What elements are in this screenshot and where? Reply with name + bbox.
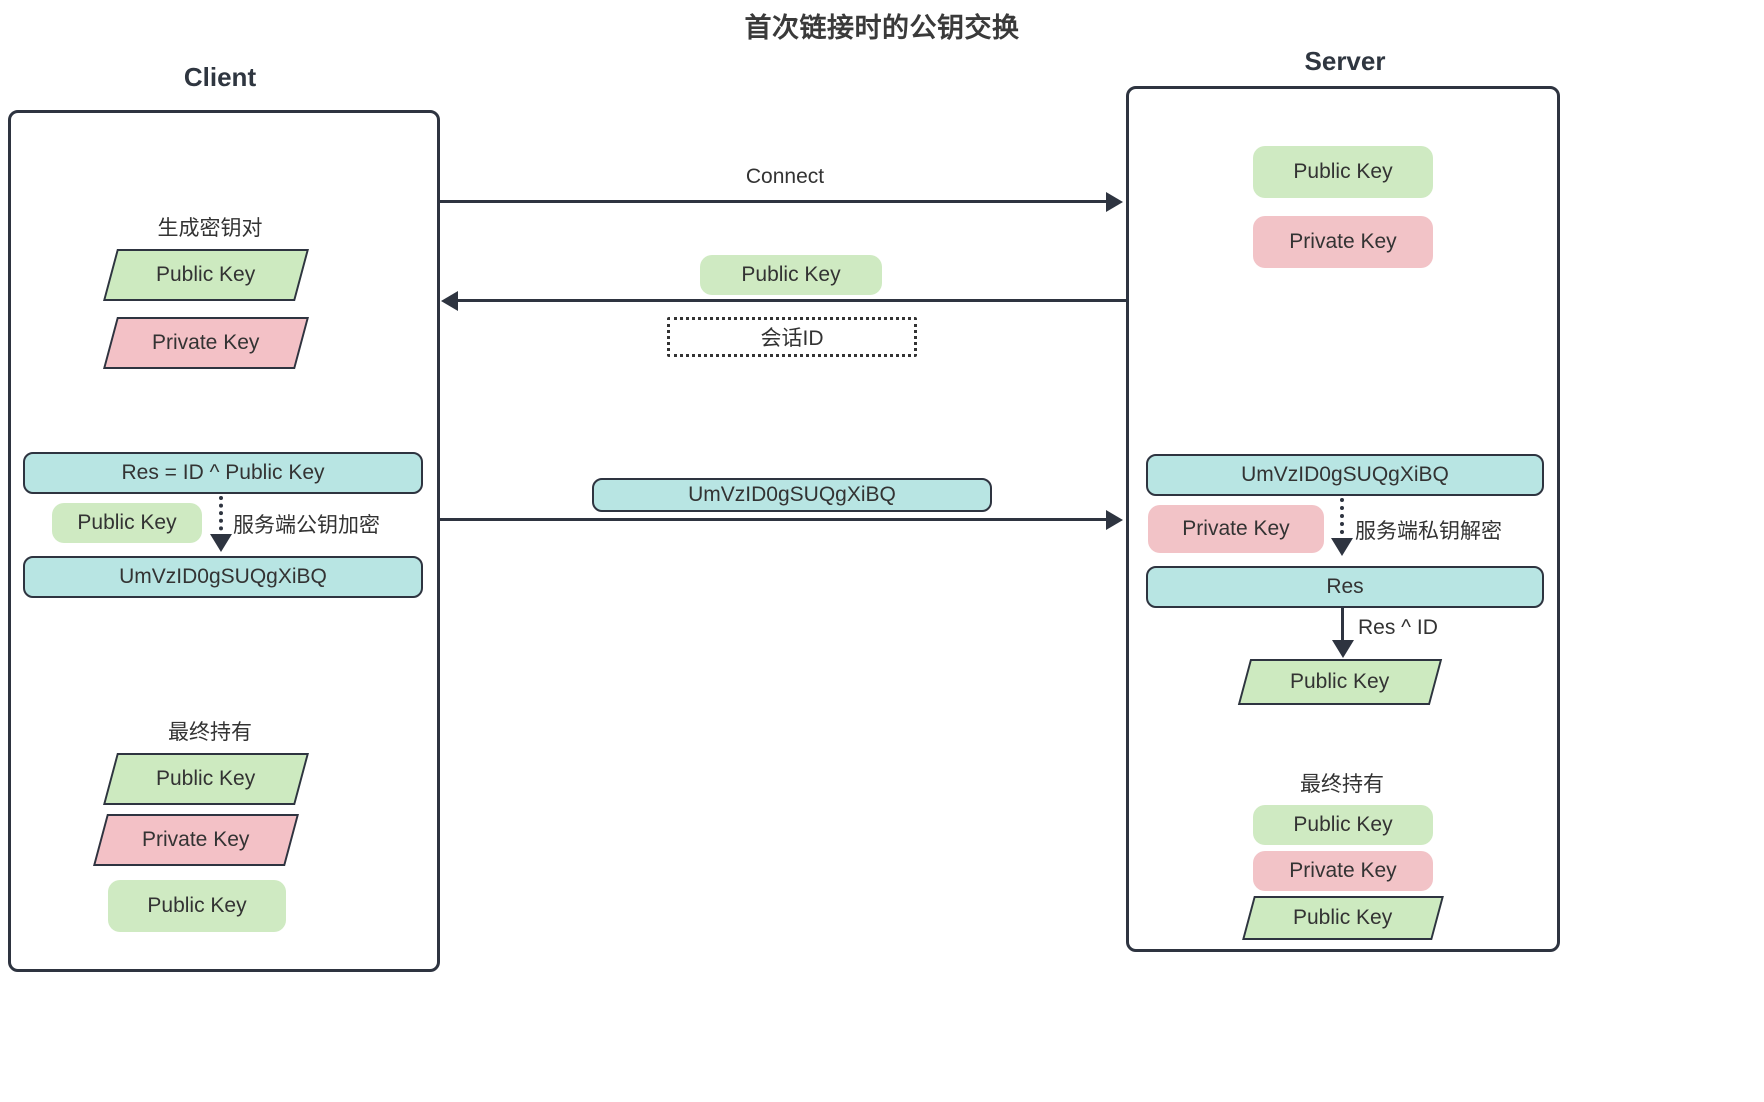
server-xor-connector	[1341, 608, 1344, 644]
server-ciphertext-text: UmVzID0gSUQgXiBQ	[1241, 463, 1449, 486]
message-ciphertext-arrow	[440, 518, 1118, 521]
server-final-client-public-key-label: Public Key	[1293, 906, 1393, 929]
client-compute-res-box: Res = ID ^ Public Key	[23, 452, 423, 494]
server-xor-label: Res ^ ID	[1358, 616, 1438, 639]
server-final-holdings-label: 最终持有	[1300, 773, 1384, 796]
client-generated-private-key-label: Private Key	[152, 331, 260, 354]
client-generate-keypair-label: 生成密钥对	[157, 217, 263, 240]
server-decrypt-arrow-head-icon	[1331, 538, 1353, 556]
server-private-key: Private Key	[1253, 216, 1433, 268]
server-decrypt-private-key-chip: Private Key	[1148, 505, 1324, 553]
client-final-private-key: Private Key	[93, 814, 299, 866]
client-encrypt-arrow-head-icon	[210, 534, 232, 552]
message-public-key-arrow-head-icon	[441, 291, 458, 311]
client-held-server-public-key-chip: Public Key	[52, 503, 202, 543]
client-ciphertext-text: UmVzID0gSUQgXiBQ	[119, 565, 327, 588]
message-public-key-payload-label: Public Key	[741, 263, 841, 286]
client-generated-private-key: Private Key	[103, 317, 309, 369]
client-encrypt-label: 服务端公钥加密	[233, 514, 380, 537]
server-private-key-label: Private Key	[1289, 230, 1397, 253]
server-decrypt-connector	[1340, 498, 1344, 542]
page-title: 首次链接时的公钥交换	[744, 13, 1020, 43]
client-compute-res-text: Res = ID ^ Public Key	[121, 461, 325, 484]
server-public-key: Public Key	[1253, 146, 1433, 198]
client-final-private-key-label: Private Key	[142, 828, 250, 851]
server-recovered-client-public-key-label: Public Key	[1290, 670, 1390, 693]
message-ciphertext-payload: UmVzID0gSUQgXiBQ	[592, 478, 992, 512]
server-final-public-key-label: Public Key	[1293, 813, 1393, 836]
message-connect-label: Connect	[745, 165, 825, 188]
server-xor-arrow-head-icon	[1332, 640, 1354, 658]
message-session-id-box: 会话ID	[667, 317, 917, 357]
server-column-title: Server	[1304, 46, 1386, 76]
server-decrypt-label: 服务端私钥解密	[1355, 520, 1502, 543]
server-res-text: Res	[1326, 575, 1364, 598]
server-final-client-public-key: Public Key	[1242, 896, 1444, 940]
message-session-id-label: 会话ID	[760, 327, 824, 350]
message-connect-arrow	[440, 200, 1118, 203]
client-held-server-public-key-label: Public Key	[77, 511, 177, 534]
client-encrypt-connector	[219, 496, 223, 538]
client-ciphertext-box: UmVzID0gSUQgXiBQ	[23, 556, 423, 598]
message-public-key-arrow	[458, 299, 1126, 302]
client-generated-public-key: Public Key	[103, 249, 309, 301]
client-column-title: Client	[183, 62, 257, 92]
client-final-server-public-key-label: Public Key	[147, 894, 247, 917]
client-final-public-key: Public Key	[103, 753, 309, 805]
client-generated-public-key-label: Public Key	[156, 263, 256, 286]
server-decrypt-private-key-label: Private Key	[1182, 517, 1290, 540]
message-ciphertext-arrow-head-icon	[1106, 510, 1123, 530]
server-final-public-key: Public Key	[1253, 805, 1433, 845]
server-final-private-key: Private Key	[1253, 851, 1433, 891]
message-connect-arrow-head-icon	[1106, 192, 1123, 212]
server-res-box: Res	[1146, 566, 1544, 608]
client-final-server-public-key: Public Key	[108, 880, 286, 932]
server-final-private-key-label: Private Key	[1289, 859, 1397, 882]
server-recovered-client-public-key: Public Key	[1237, 659, 1443, 705]
server-public-key-label: Public Key	[1293, 160, 1393, 183]
client-final-holdings-label: 最终持有	[168, 721, 252, 744]
message-ciphertext-payload-label: UmVzID0gSUQgXiBQ	[688, 483, 896, 506]
client-final-public-key-label: Public Key	[156, 767, 256, 790]
server-ciphertext-box: UmVzID0gSUQgXiBQ	[1146, 454, 1544, 496]
message-public-key-payload: Public Key	[700, 255, 882, 295]
